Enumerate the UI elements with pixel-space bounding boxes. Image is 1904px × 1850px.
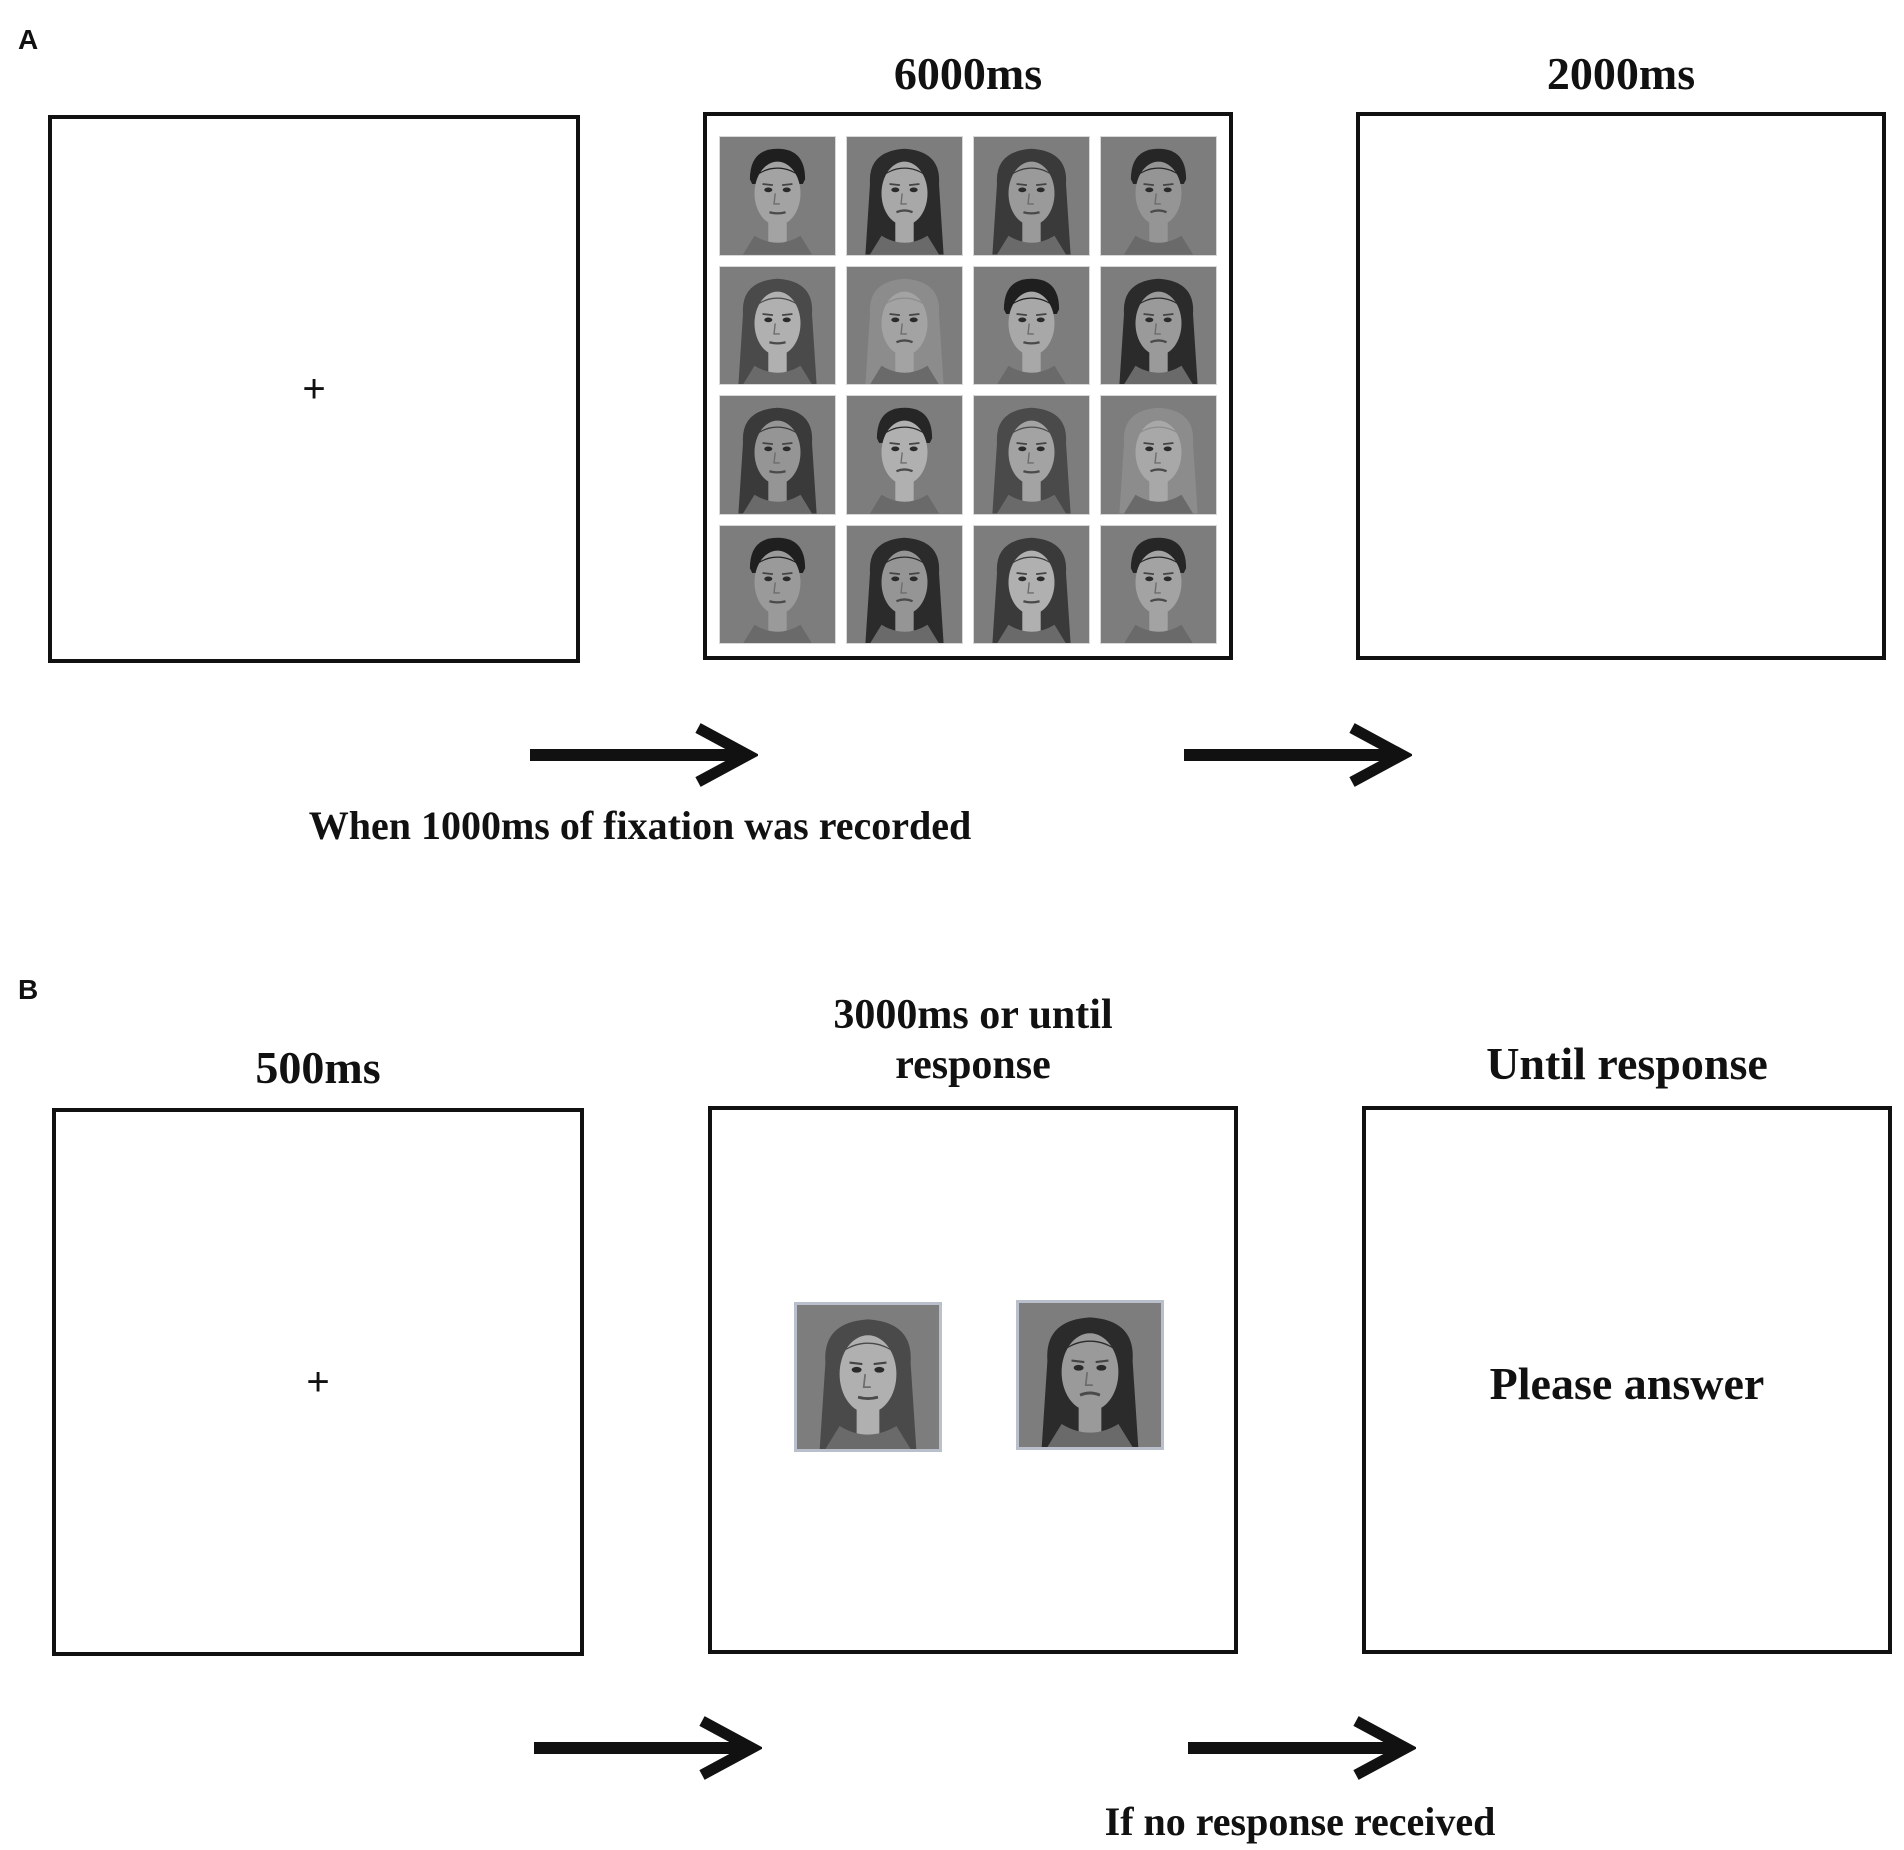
face-photo-right (1016, 1300, 1164, 1450)
panel-b-arrow-1 (534, 1716, 762, 1780)
panel-a-face-matrix-screen (703, 112, 1233, 660)
panel-b-arrow-2 (1188, 1716, 1416, 1780)
face-photo (846, 136, 963, 256)
panel-a-label: A (18, 24, 39, 55)
please-answer-prompt: Please answer (1489, 1358, 1765, 1409)
panel-a-fixation-screen: + (48, 115, 580, 663)
face-photo (1100, 524, 1217, 644)
panel-a-arrow-2 (1184, 723, 1412, 787)
face-photo (1100, 265, 1217, 385)
face-matrix (719, 136, 1217, 644)
fixation-cross: + (306, 1360, 330, 1404)
panel-a-matrix-duration: 6000ms (893, 48, 1043, 99)
panel-b-pair-duration-line1: 3000ms or until (833, 992, 1113, 1038)
panel-b-label: B (18, 974, 39, 1005)
face-photo (846, 265, 963, 385)
panel-a-transition-1-caption: When 1000ms of fixation was recorded (308, 803, 972, 848)
face-photo (846, 524, 963, 644)
face-photo (1100, 395, 1217, 515)
face-photo (973, 265, 1090, 385)
panel-b-fixation-duration: 500ms (255, 1042, 381, 1093)
face-photo (846, 395, 963, 515)
panel-b-fixation-screen: + (52, 1108, 584, 1656)
panel-b-response-duration: Until response (1486, 1038, 1768, 1089)
face-photo (719, 524, 836, 644)
panel-b-transition-2-caption: If no response received (1104, 1799, 1496, 1844)
face-photo (719, 136, 836, 256)
face-photo-left (794, 1302, 942, 1452)
face-photo (719, 265, 836, 385)
panel-b-face-pair-screen (708, 1106, 1238, 1654)
face-photo (973, 395, 1090, 515)
panel-a-arrow-1 (530, 723, 758, 787)
panel-b-pair-duration: 3000ms or until response (708, 990, 1238, 1091)
face-photo (973, 524, 1090, 644)
panel-a-blank-duration: 2000ms (1546, 48, 1696, 99)
fixation-cross: + (302, 367, 326, 411)
face-photo (1100, 136, 1217, 256)
panel-b-response-screen: Please answer (1362, 1106, 1892, 1654)
face-photo (719, 395, 836, 515)
panel-b-pair-duration-line2: response (895, 1042, 1051, 1089)
panel-a-blank-screen (1356, 112, 1886, 660)
face-photo (973, 136, 1090, 256)
